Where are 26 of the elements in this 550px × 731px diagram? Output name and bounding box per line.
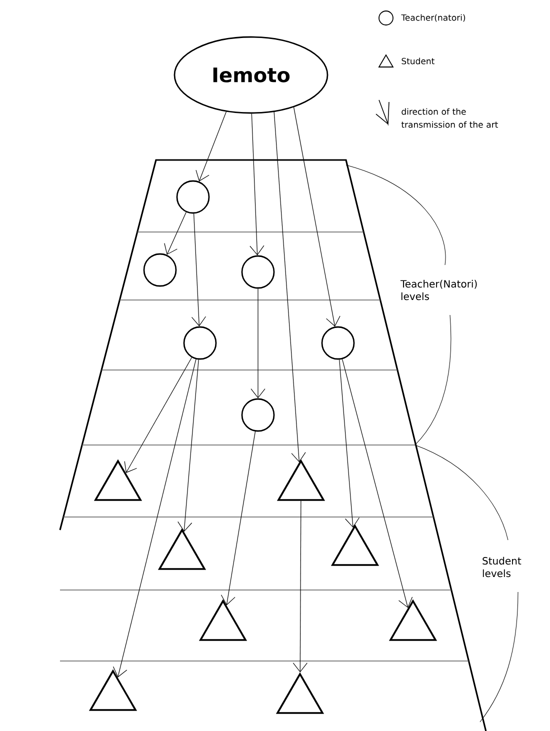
arrow — [293, 106, 340, 327]
arrow — [196, 111, 227, 182]
teacher-circle — [183, 326, 217, 360]
legend-text: Teacher(natori) — [401, 14, 466, 22]
arrow — [220, 431, 256, 606]
arrow — [191, 213, 206, 326]
level-label: Teacher(Natori) levels — [400, 280, 477, 300]
arrow — [292, 500, 308, 672]
arrow — [164, 212, 186, 255]
arrow — [342, 358, 413, 608]
arrow — [178, 359, 199, 532]
arrow — [250, 113, 264, 256]
teacher-circle — [176, 180, 210, 214]
teacher-circle — [241, 398, 275, 432]
teacher-circle — [321, 326, 355, 360]
arrow — [112, 358, 196, 678]
level-label: Student levels — [482, 556, 522, 578]
ellipse-node: Iemoto — [174, 36, 328, 114]
arrow — [274, 112, 306, 462]
arrow — [250, 288, 266, 398]
legend-text: direction of the transmission of the art — [401, 108, 498, 128]
teacher-circle — [143, 253, 177, 287]
arrow — [339, 359, 360, 528]
legend-text: Student — [402, 58, 434, 64]
teacher-circle — [241, 255, 275, 289]
arrow — [124, 357, 192, 473]
